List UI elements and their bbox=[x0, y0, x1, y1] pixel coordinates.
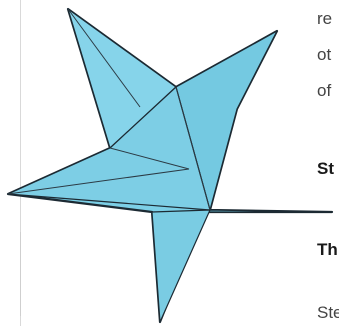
section-heading-fragment: St bbox=[317, 158, 339, 180]
star-faces bbox=[8, 9, 332, 322]
section-heading-fragment: Th bbox=[317, 239, 339, 261]
body-text-fragment: re bbox=[317, 8, 339, 30]
fold-bottom bbox=[152, 210, 210, 322]
body-text-fragment: ot bbox=[317, 44, 339, 66]
body-text-fragment: of bbox=[317, 80, 339, 102]
body-text-fragment: Ste bbox=[317, 302, 339, 324]
